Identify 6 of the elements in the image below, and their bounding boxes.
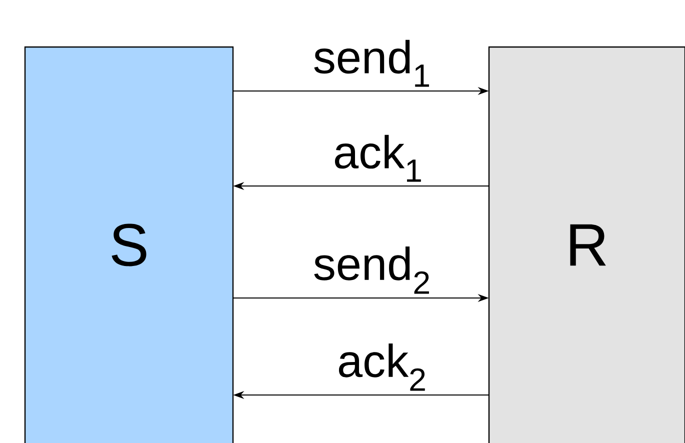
edge-label: ack$_{1}$ <box>334 134 421 182</box>
edge-label: send$_{2}$ <box>314 246 429 294</box>
edge-label: ack$_{2}$ <box>338 344 425 391</box>
process-box: S <box>24 46 234 443</box>
edge-label: send$_{1}$ <box>314 40 430 87</box>
process-box: R <box>488 46 685 443</box>
